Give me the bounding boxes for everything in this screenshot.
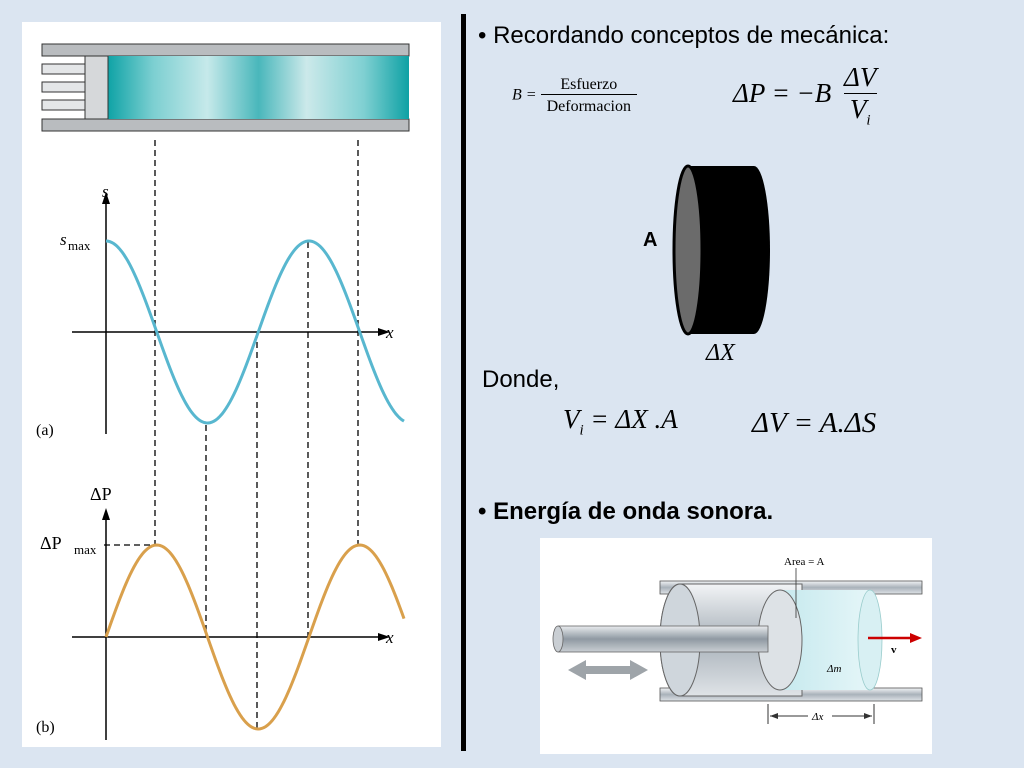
tube-diagram [41,43,410,132]
dx-text: Δx [811,711,823,723]
formula2-fraction: ΔV Vi [838,62,882,129]
donde-text: Donde, [482,366,560,393]
double-arrow-icon [568,660,648,680]
panel-a-label: (a) [36,422,54,439]
area-text: Area = A [784,556,824,568]
formula1-lhs: B = [512,86,537,104]
panel-b-label: (b) [36,719,55,736]
piston-figure-panel: Area = A v Δm Δx [540,538,932,754]
cylinder-diagram [670,160,778,340]
smax-label: s [60,230,67,249]
pressure-curve [104,543,406,731]
piston-block [84,55,109,120]
formula2-denominator: Vi [843,93,877,129]
dp-axis-label: ΔP [90,484,112,504]
dpmax-label: ΔP [40,533,62,553]
cylinder-face [672,164,704,336]
formula2-numerator: ΔV [844,62,877,92]
formula1-fraction: Esfuerzo Deformacion [540,76,637,116]
formula1-denominator: Deformacion [540,94,637,116]
formula1-numerator: Esfuerzo [560,76,618,93]
dpmax-sub: max [74,542,97,557]
formula2-lhs: ΔP = −B [733,77,832,108]
s-axis-label: s [102,182,109,201]
cylinder-graphic [672,164,770,336]
volume-formula: Vi = ΔX .A [563,404,678,439]
smax-sub: max [68,238,91,253]
x-axis-label-b: x [385,628,394,647]
axes-b [72,516,382,740]
bulk-modulus-formula: B = Esfuerzo Deformacion [512,76,637,116]
mass-text: Δm [826,663,841,675]
velocity-text: v [891,644,897,656]
area-label-A: A [643,229,658,251]
axes-a [72,200,382,434]
pressure-formula: ΔP = −B ΔV Vi [733,62,882,129]
piston-figure: Area = A v Δm Δx [552,556,923,724]
wave-figure: s s max x (a) ΔP ΔP max x (b) [36,43,410,740]
bullet-recordando: • Recordando conceptos de mecánica: [478,22,890,49]
displacement-curve [105,239,405,425]
bullet-dot: • [478,498,494,525]
bullet-energia: • Energía de onda sonora. [478,498,774,525]
wave-figure-panel: s s max x (a) ΔP ΔP max x (b) [22,22,441,747]
x-axis-label-a: x [385,323,394,342]
dashed-guides [104,140,359,729]
delta-volume-formula: ΔV = A.ΔS [752,407,877,439]
vertical-divider [461,14,466,751]
delta-x-label: ΔX [706,340,735,366]
bullet-dot: • [478,22,494,49]
